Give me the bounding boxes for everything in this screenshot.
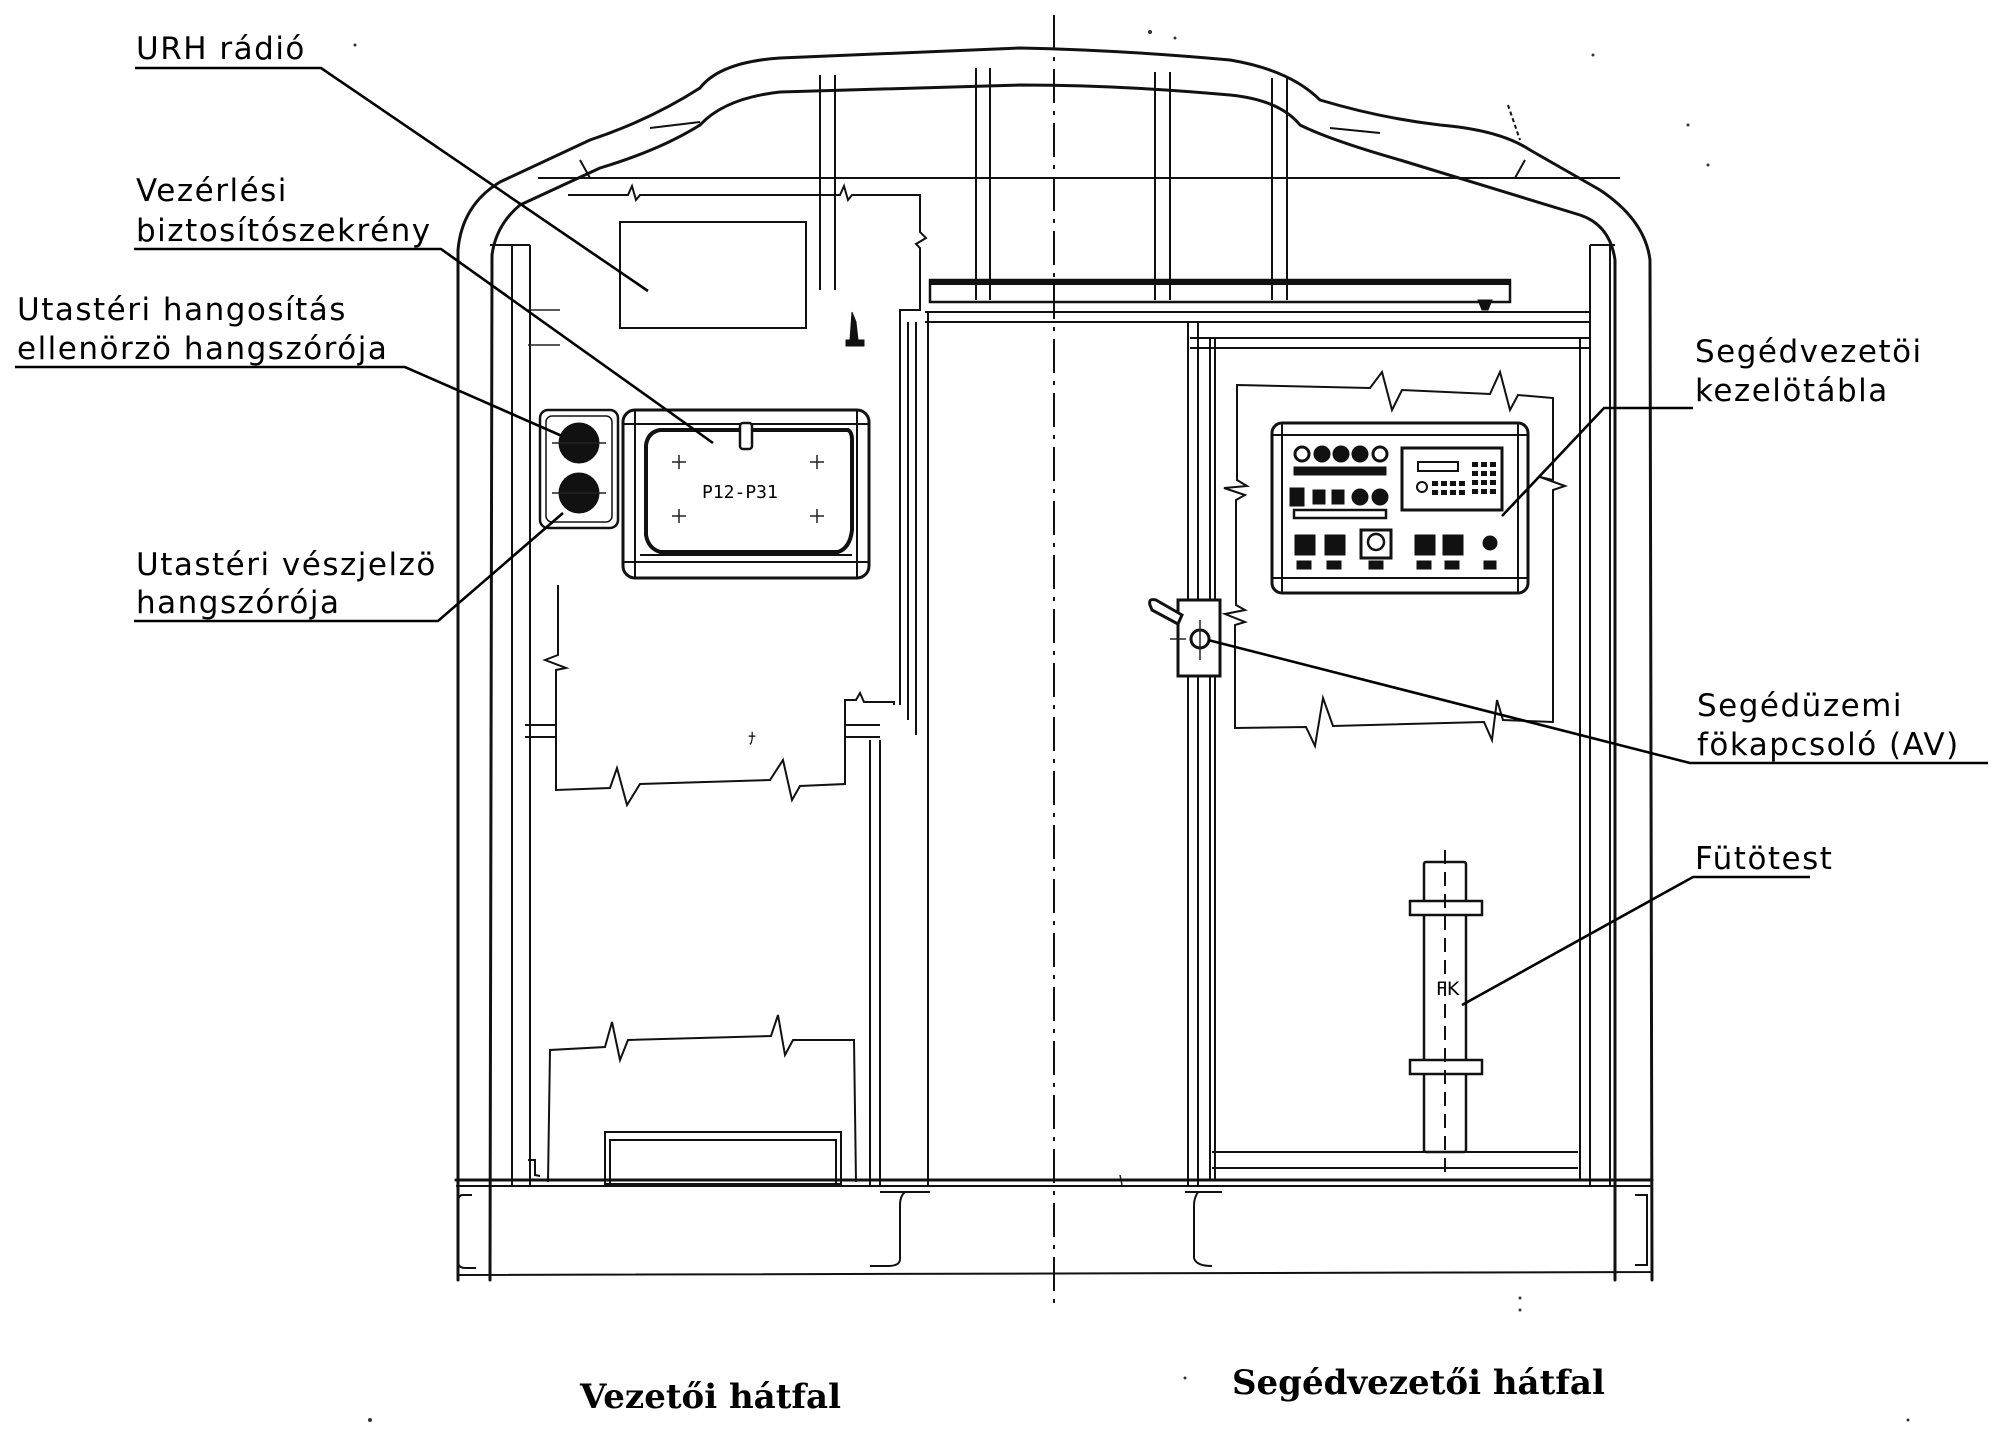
- heater-code: FK: [1436, 978, 1460, 1000]
- leader-assistant-panel: [1501, 406, 1693, 517]
- siren-symbol: [845, 311, 865, 347]
- left-wall: ﾅ: [525, 183, 928, 1185]
- side-posts: [490, 244, 1615, 1185]
- label-assistant-panel-line1: Segédvezetöi: [1695, 334, 1923, 370]
- leader-aux-main-switch: [1207, 638, 1988, 765]
- leader-urh-radio: [135, 66, 649, 293]
- underframe: [454, 1178, 1654, 1277]
- label-heater: Fütötest: [1695, 841, 1833, 877]
- callout-labels: URH rádió Vezérlési biztosítószekrény Ut…: [17, 31, 1960, 877]
- label-aux-switch-line1: Segédüzemi: [1697, 688, 1903, 724]
- label-pa-monitor-line1: Utastéri hangosítás: [17, 292, 347, 328]
- fuse-cabinet: P12-P31: [621, 408, 871, 580]
- urh-radio-box: [619, 221, 807, 329]
- heater: FK: [1408, 850, 1484, 1175]
- label-fuse-cabinet-line1: Vezérlési: [136, 173, 288, 209]
- leader-fuse-cabinet: [134, 247, 714, 445]
- assistant-control-panel: [1270, 421, 1530, 595]
- label-urh-radio: URH rádió: [136, 31, 306, 67]
- label-pa-monitor-line2: ellenörzö hangszórója: [17, 331, 388, 367]
- caption-assistant-rear-wall: Segédvezetői hátfal: [1232, 1363, 1605, 1403]
- middle-partition: [927, 312, 1199, 1186]
- label-assistant-panel-line2: kezelötábla: [1695, 373, 1889, 409]
- label-fuse-cabinet-line2: biztosítószekrény: [136, 213, 432, 249]
- label-aux-switch-line2: fökapcsoló (AV): [1697, 727, 1960, 763]
- leader-lines: [15, 66, 1988, 1007]
- leader-pa-monitor-speaker: [15, 365, 563, 438]
- fuse-cabinet-code: P12-P31: [702, 482, 778, 503]
- leader-alarm-speaker: [134, 512, 564, 623]
- right-wall: [1209, 338, 1581, 1180]
- caption-driver-rear-wall: Vezetői hátfal: [579, 1377, 841, 1417]
- label-alarm-speaker-line1: Utastéri vészjelzö: [136, 547, 437, 583]
- cab-body-outline: [456, 46, 1654, 1282]
- mark-glyph: ﾅ: [748, 729, 756, 748]
- loudspeaker-panel: [538, 408, 620, 530]
- aux-main-switch: [1148, 598, 1222, 678]
- label-alarm-speaker-line2: hangszórója: [136, 585, 341, 621]
- scan-specks: [353, 30, 1910, 1422]
- upper-cross-beam: [925, 278, 1590, 349]
- leader-heater: [1461, 875, 1810, 1007]
